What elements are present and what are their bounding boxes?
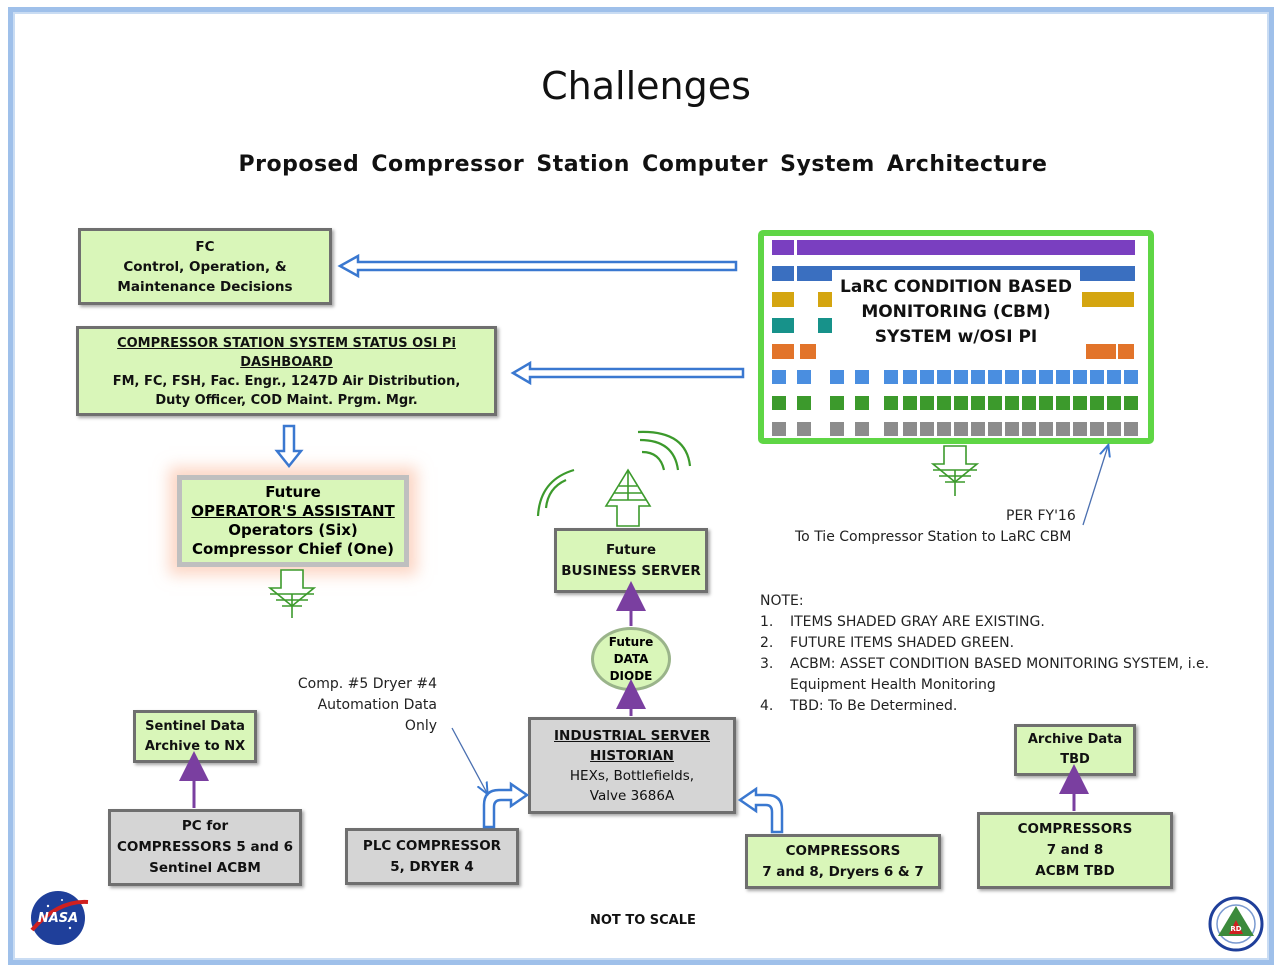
plc-line2: 5, DRYER 4	[390, 858, 474, 875]
operator-line1: Future	[265, 483, 321, 501]
diode-line3: DIODE	[609, 668, 653, 683]
comp5-line1: Comp. #5 Dryer #4	[297, 676, 437, 692]
sentinel-line1: Sentinel Data	[145, 718, 245, 734]
note-item: 4. TBD: To Be Determined.	[760, 696, 1209, 717]
note-text: TBD: To Be Determined.	[790, 698, 958, 714]
pc-line2: COMPRESSORS 5 and 6	[116, 839, 294, 855]
business-line1: Future	[605, 541, 657, 558]
archive-tbd-box: Archive Data TBD	[1014, 724, 1136, 776]
note-item: Equipment Health Monitoring	[760, 675, 1209, 696]
comp5-line3: Only	[404, 718, 437, 734]
pc-compressors-box: PC for COMPRESSORS 5 and 6 Sentinel ACBM	[108, 809, 302, 886]
note-item: 3. ACBM: ASSET CONDITION BASED MONITORING…	[760, 654, 1209, 675]
note-text: ACBM: ASSET CONDITION BASED MONITORING S…	[790, 656, 1210, 672]
historian-line4: Valve 3686A	[589, 787, 675, 804]
note-number: 2.	[760, 635, 774, 651]
comp5-annotation: Comp. #5 Dryer #4 Automation Data Only	[292, 674, 437, 737]
not-to-scale-label: NOT TO SCALE	[590, 913, 696, 928]
historian-line2: HISTORIAN	[590, 747, 674, 764]
note-text: ITEMS SHADED GRAY ARE EXISTING.	[790, 614, 1045, 630]
comp78-line2: 7 and 8, Dryers 6 & 7	[762, 863, 924, 880]
historian-line1: INDUSTRIAL SERVER	[554, 727, 710, 744]
compressors-7-8-acbm-box: COMPRESSORS 7 and 8 ACBM TBD	[977, 812, 1173, 889]
operator-line4: Compressor Chief (One)	[191, 540, 395, 558]
comp78acbm-line3: ACBM TBD	[1035, 863, 1115, 879]
dashboard-box: COMPRESSOR STATION SYSTEM STATUS OSI Pi …	[76, 326, 497, 416]
note-number: 4.	[760, 698, 774, 714]
operator-line2: OPERATOR'S ASSISTANT	[191, 502, 395, 520]
note-text: FUTURE ITEMS SHADED GREEN.	[790, 635, 1015, 651]
comp78-line1: COMPRESSORS	[785, 842, 901, 859]
operator-assistant-box: Future OPERATOR'S ASSISTANT Operators (S…	[177, 475, 409, 567]
notes-block: NOTE: 1. ITEMS SHADED GRAY ARE EXISTING. 2…	[760, 591, 1209, 717]
note-text: Equipment Health Monitoring	[790, 677, 996, 693]
business-server-box: Future BUSINESS SERVER	[554, 528, 708, 593]
dashboard-line1: COMPRESSOR STATION SYSTEM STATUS OSI Pi …	[117, 336, 456, 370]
comp78acbm-line2: 7 and 8	[1046, 842, 1104, 858]
sentinel-archive-box: Sentinel Data Archive to NX	[133, 710, 257, 763]
cbm-line2: MONITORING (CBM)	[861, 301, 1051, 322]
per-fy-annotation: PER FY'16	[1006, 508, 1076, 524]
page-title: Challenges	[541, 64, 751, 108]
fc-line2: Control, Operation, &	[123, 258, 287, 275]
fc-line1: FC	[195, 238, 215, 255]
page-subtitle: Proposed Compressor Station Computer Sys…	[238, 152, 1048, 177]
fc-decisions-box: FC Control, Operation, & Maintenance Dec…	[78, 228, 332, 305]
archive-line2: TBD	[1060, 752, 1090, 767]
diode-line2: DATA	[613, 651, 649, 666]
sentinel-line2: Archive to NX	[144, 738, 246, 754]
business-line2: BUSINESS SERVER	[561, 562, 701, 579]
dashboard-line2: FM, FC, FSH, Fac. Engr., 1247D Air Distr…	[112, 374, 461, 389]
diode-line1: Future	[608, 634, 654, 649]
pc-line1: PC for	[181, 818, 229, 834]
data-diode: Future DATA DIODE	[591, 627, 671, 691]
note-number	[760, 675, 790, 696]
compressors-7-8-box: COMPRESSORS 7 and 8, Dryers 6 & 7	[745, 834, 941, 889]
cbm-system-label: LaRC CONDITION BASED MONITORING (CBM) SY…	[832, 270, 1080, 354]
cbm-line1: LaRC CONDITION BASED	[840, 276, 1072, 297]
plc-line1: PLC COMPRESSOR	[362, 837, 502, 854]
operator-line3: Operators (Six)	[228, 521, 358, 539]
comp78acbm-line1: COMPRESSORS	[1017, 821, 1133, 837]
pc-line3: Sentinel ACBM	[149, 860, 261, 876]
dashboard-line3: Duty Officer, COD Maint. Prgm. Mgr.	[155, 393, 418, 408]
note-number: 3.	[760, 656, 774, 672]
note-item: 2. FUTURE ITEMS SHADED GREEN.	[760, 633, 1209, 654]
plc-compressor-box: PLC COMPRESSOR 5, DRYER 4	[345, 828, 519, 885]
cbm-line3: SYSTEM w/OSI PI	[874, 326, 1038, 347]
note-number: 1.	[760, 614, 774, 630]
archive-line1: Archive Data	[1027, 732, 1123, 747]
historian-box: INDUSTRIAL SERVER HISTORIAN HEXs, Bottle…	[528, 717, 736, 814]
fc-line3: Maintenance Decisions	[117, 278, 293, 295]
notes-heading: NOTE:	[760, 593, 804, 609]
comp5-line2: Automation Data	[317, 697, 437, 713]
note-item: 1. ITEMS SHADED GRAY ARE EXISTING.	[760, 612, 1209, 633]
historian-line3: HEXs, Bottlefields,	[569, 767, 695, 784]
tie-annotation: To Tie Compressor Station to LaRC CBM	[795, 529, 1072, 545]
